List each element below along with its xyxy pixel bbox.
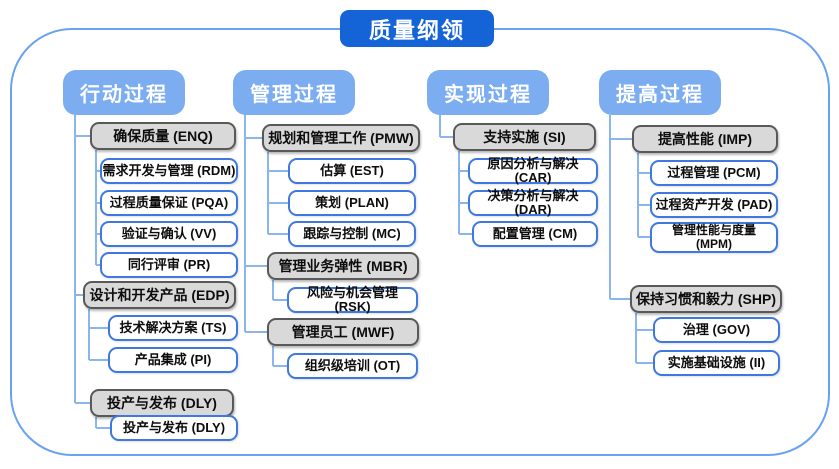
leaf-pr: 同行评审 (PR) <box>100 252 238 278</box>
group-mbr: 管理业务弹性 (MBR) <box>267 252 419 280</box>
column-header-realization-process: 实现过程 <box>427 70 549 115</box>
group-pmw: 规划和管理工作 (PMW) <box>262 124 420 152</box>
leaf-pad: 过程资产开发 (PAD) <box>650 192 778 218</box>
column-header-action-process: 行动过程 <box>63 70 185 115</box>
leaf-gov: 治理 (GOV) <box>653 317 780 343</box>
leaf-pi: 产品集成 (PI) <box>108 347 238 373</box>
leaf-pcm: 过程管理 (PCM) <box>650 160 778 186</box>
leaf-ot: 组织级培训 (OT) <box>287 353 418 379</box>
group-dly: 投产与发布 (DLY) <box>90 389 234 417</box>
group-imp: 提高性能 (IMP) <box>632 125 778 153</box>
leaf-vv: 验证与确认 (VV) <box>100 221 238 247</box>
group-shp: 保持习惯和毅力 (SHP) <box>630 285 782 313</box>
column-header-management-process: 管理过程 <box>233 70 355 115</box>
group-enq: 确保质量 (ENQ) <box>90 122 236 150</box>
leaf-rdm: 需求开发与管理 (RDM) <box>100 158 238 184</box>
leaf-mpm: 管理性能与度量 (MPM) <box>650 222 778 253</box>
column-header-improvement-process: 提高过程 <box>599 70 721 115</box>
diagram-title: 质量纲领 <box>340 10 494 47</box>
leaf-ts: 技术解决方案 (TS) <box>108 315 238 341</box>
group-si: 支持实施 (SI) <box>453 123 596 151</box>
group-edp: 设计和开发产品 (EDP) <box>83 281 236 309</box>
leaf-ii: 实施基础设施 (II) <box>653 350 780 376</box>
leaf-mc: 跟踪与控制 (MC) <box>288 221 416 247</box>
leaf-est: 估算 (EST) <box>288 158 416 184</box>
leaf-dly: 投产与发布 (DLY) <box>110 415 238 441</box>
leaf-car: 原因分析与解决 (CAR) <box>468 156 598 185</box>
leaf-dar: 决策分析与解决 (DAR) <box>468 188 598 217</box>
leaf-pqa: 过程质量保证 (PQA) <box>100 190 238 216</box>
leaf-cm: 配置管理 (CM) <box>472 221 598 247</box>
leaf-rsk: 风险与机会管理 (RSK) <box>287 285 418 314</box>
group-mwf: 管理员工 (MWF) <box>267 318 419 346</box>
leaf-plan: 策划 (PLAN) <box>288 190 416 216</box>
